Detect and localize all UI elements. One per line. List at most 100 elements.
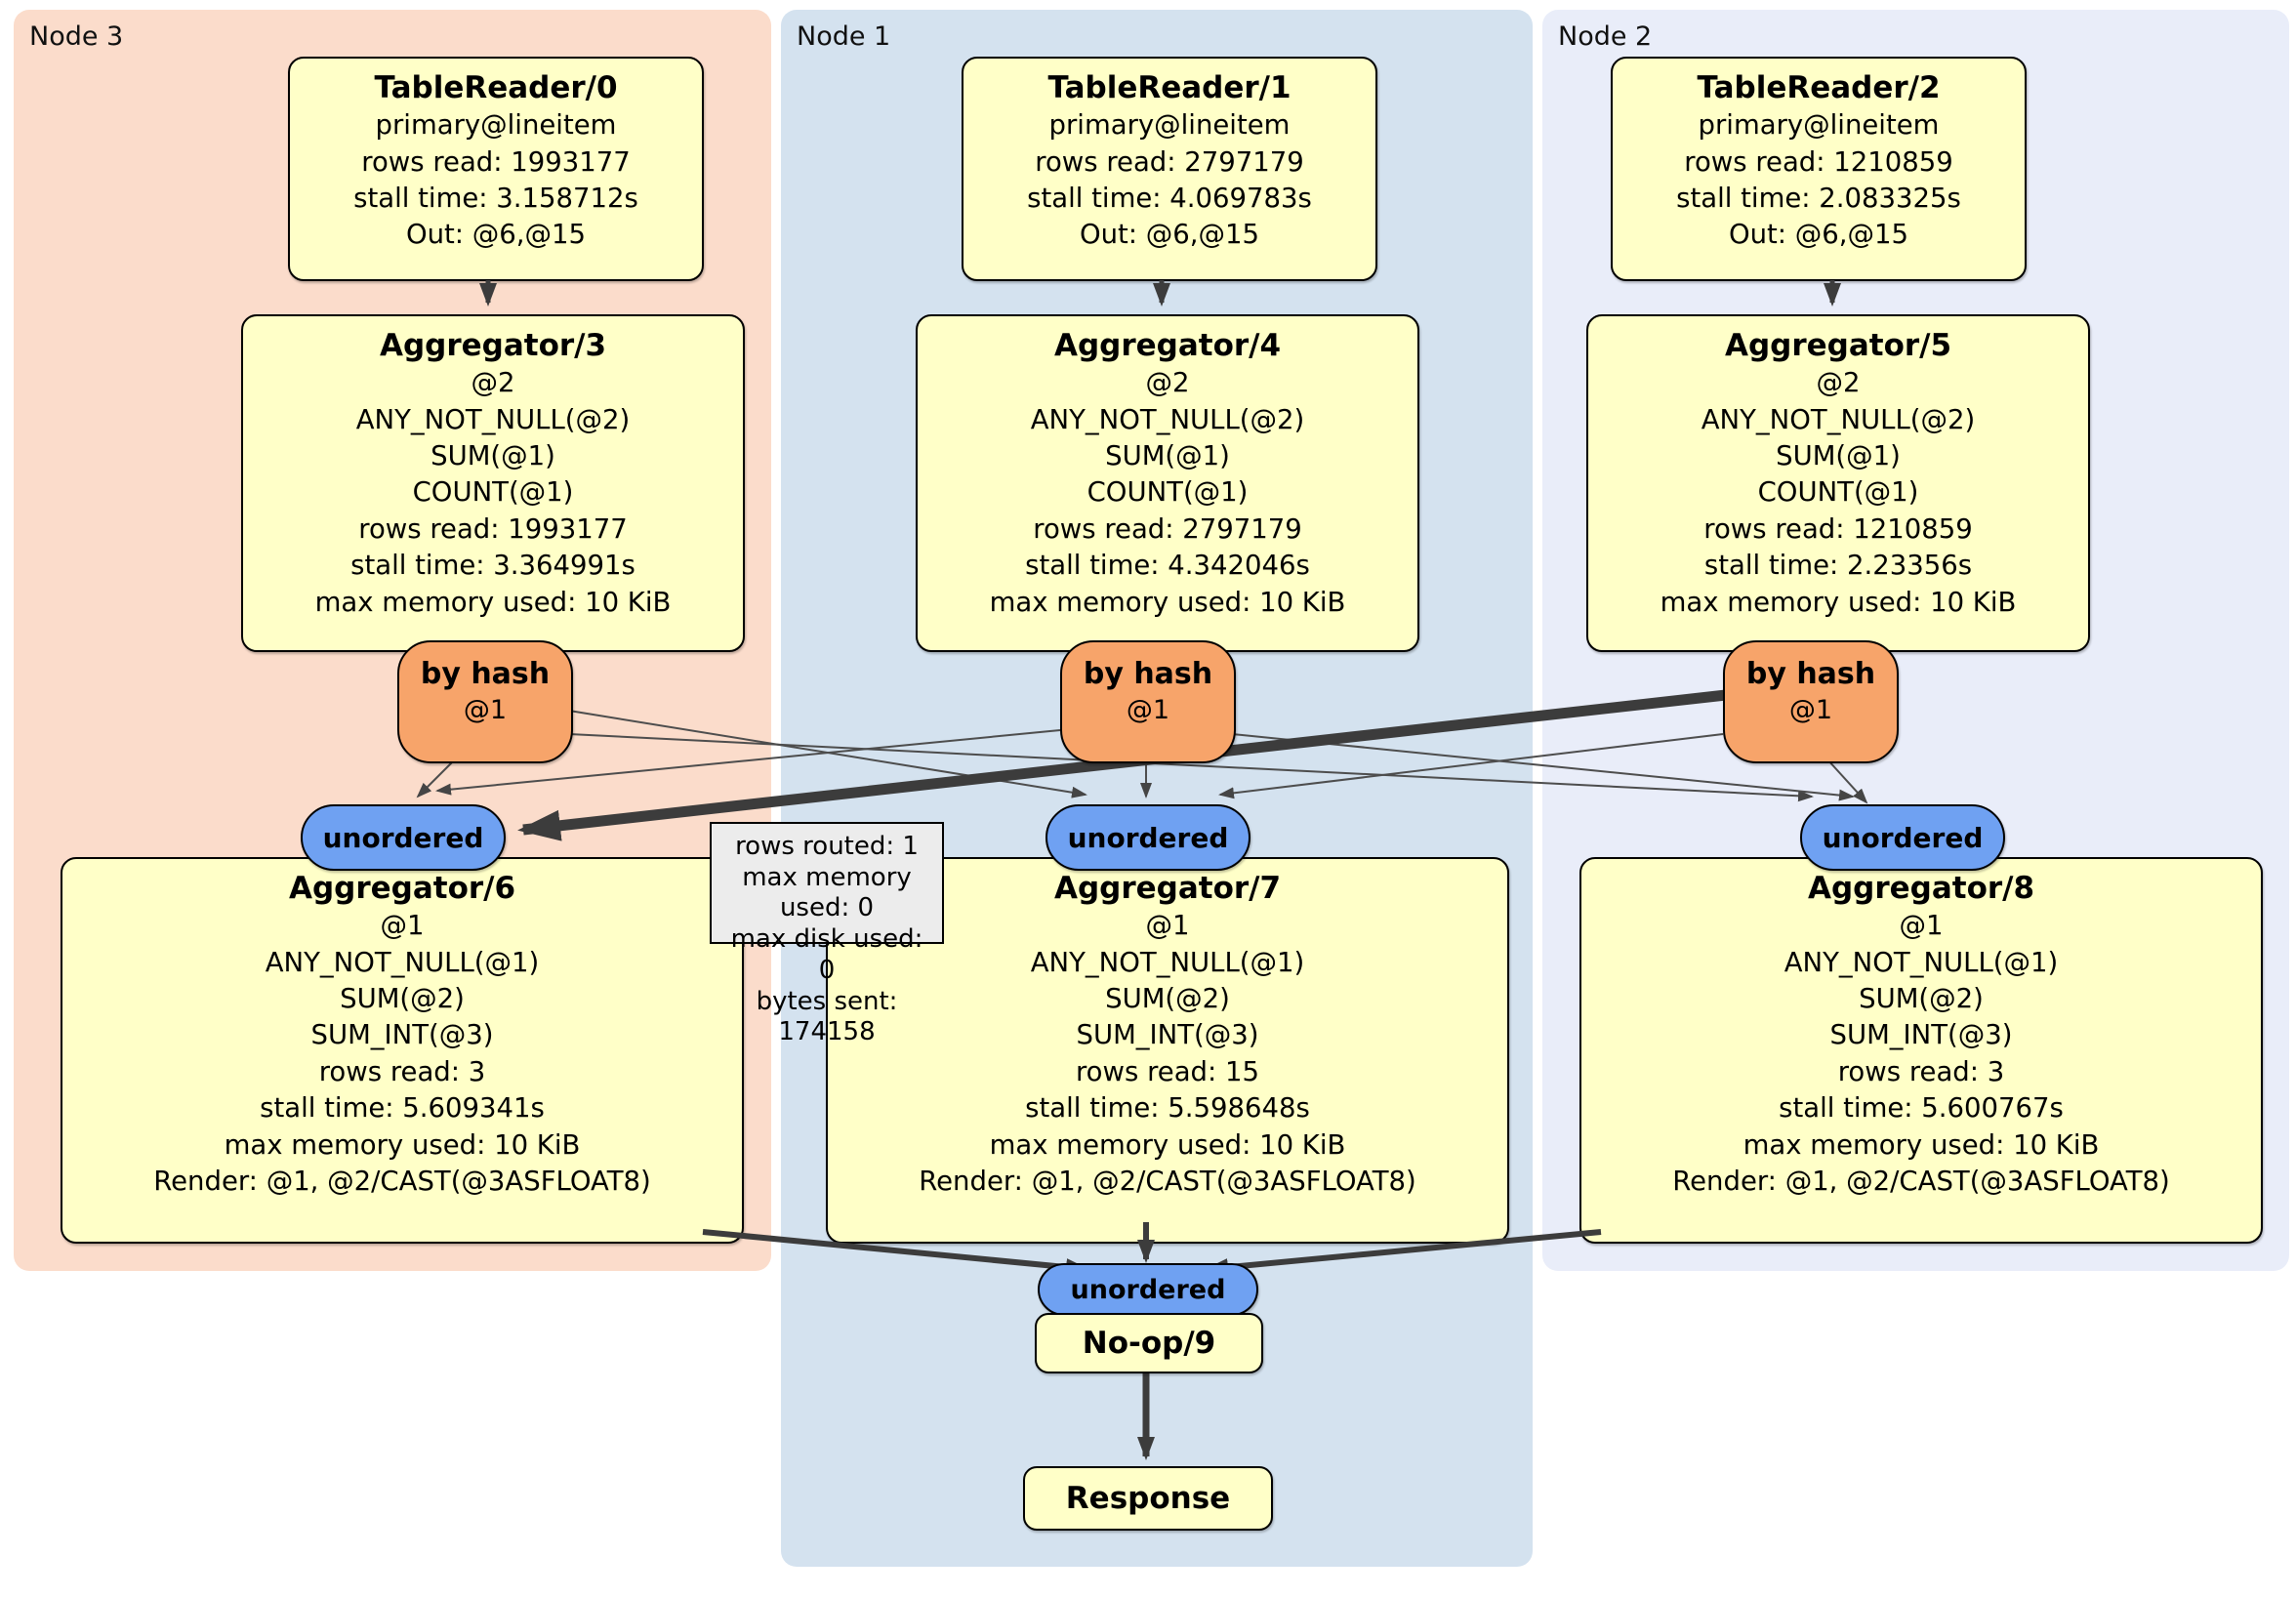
detail-line: Render: @1, @2/CAST(@3ASFLOAT8) xyxy=(153,1166,651,1198)
router-label: by hash xyxy=(1083,657,1213,691)
detail-line: max memory used: 10 KiB xyxy=(314,586,672,618)
stream-label: unordered xyxy=(1067,821,1229,854)
processor-title: Aggregator/8 xyxy=(1807,871,2035,906)
detail-line: Out: @6,@15 xyxy=(1079,219,1260,251)
processor-title: Aggregator/7 xyxy=(1053,871,1282,906)
detail-line: stall time: 4.342046s xyxy=(1025,550,1310,582)
detail-line: max memory used: 0 xyxy=(742,862,912,923)
node1-label: Node 1 xyxy=(797,21,891,52)
detail-line: @1 xyxy=(1899,910,1944,942)
detail-line: COUNT(@1) xyxy=(1757,476,1919,509)
detail-line: ANY_NOT_NULL(@2) xyxy=(355,403,631,435)
detail-line: SUM_INT(@3) xyxy=(310,1019,494,1051)
detail-line: max memory used: 10 KiB xyxy=(989,1128,1346,1161)
processor-title: Aggregator/5 xyxy=(1724,328,1952,363)
detail-line: stall time: 4.069783s xyxy=(1027,183,1312,215)
detail-line: stall time: 3.158712s xyxy=(353,183,638,215)
router-expr: @1 xyxy=(1126,694,1170,725)
detail-line: SUM(@2) xyxy=(1105,983,1230,1015)
detail-line: COUNT(@1) xyxy=(412,476,574,509)
router-expr: @1 xyxy=(463,694,508,725)
node3-label: Node 3 xyxy=(29,21,124,52)
detail-line: max memory used: 10 KiB xyxy=(989,586,1346,618)
router-expr: @1 xyxy=(1788,694,1833,725)
processor-title: TableReader/0 xyxy=(374,70,618,105)
detail-line: @1 xyxy=(380,910,425,942)
detail-line: rows read: 3 xyxy=(1837,1055,2005,1087)
detail-line: rows read: 15 xyxy=(1075,1055,1259,1087)
router-by-hash-node2: by hash @1 xyxy=(1723,640,1899,763)
detail-line: rows read: 3 xyxy=(318,1055,486,1087)
detail-line: max memory used: 10 KiB xyxy=(1660,586,2017,618)
detail-line: ANY_NOT_NULL(@2) xyxy=(1030,403,1305,435)
processor-title: TableReader/1 xyxy=(1047,70,1292,105)
detail-line: SUM(@1) xyxy=(430,440,555,472)
router-by-hash-node1: by hash @1 xyxy=(1060,640,1236,763)
stream-unordered-node3: unordered xyxy=(301,804,506,871)
detail-line: max disk used: 0 xyxy=(730,924,923,985)
detail-line: primary@lineitem xyxy=(1698,109,1940,142)
detail-line: Render: @1, @2/CAST(@3ASFLOAT8) xyxy=(919,1166,1416,1198)
stream-unordered-noop-input: unordered xyxy=(1038,1263,1258,1316)
detail-line: COUNT(@1) xyxy=(1086,476,1249,509)
detail-line: SUM(@1) xyxy=(1105,440,1230,472)
processor-title: Aggregator/4 xyxy=(1053,328,1282,363)
detail-line: SUM_INT(@3) xyxy=(1076,1019,1259,1051)
detail-line: SUM(@2) xyxy=(340,983,465,1015)
detail-line: rows routed: 1 xyxy=(735,832,919,861)
detail-line: Out: @6,@15 xyxy=(405,219,587,251)
stream-unordered-node1: unordered xyxy=(1046,804,1250,871)
detail-line: stall time: 5.609341s xyxy=(260,1092,545,1125)
router-label: by hash xyxy=(1745,657,1876,691)
detail-line: SUM(@1) xyxy=(1776,440,1901,472)
processor-title: Aggregator/6 xyxy=(288,871,516,906)
detail-line: SUM(@2) xyxy=(1859,983,1984,1015)
detail-line: rows read: 2797179 xyxy=(1035,145,1304,178)
detail-line: max memory used: 10 KiB xyxy=(224,1128,581,1161)
detail-line: rows read: 1993177 xyxy=(358,512,628,545)
detail-line: stall time: 5.598648s xyxy=(1025,1092,1310,1125)
stream-label: unordered xyxy=(322,821,484,854)
detail-line: bytes sent: 174158 xyxy=(756,986,898,1047)
detail-line: @2 xyxy=(1816,367,1861,399)
detail-line: rows read: 1993177 xyxy=(361,145,631,178)
router-by-hash-node3: by hash @1 xyxy=(397,640,573,763)
detail-line: max memory used: 10 KiB xyxy=(1742,1128,2100,1161)
detail-line: ANY_NOT_NULL(@1) xyxy=(1030,946,1305,978)
detail-line: @2 xyxy=(471,367,515,399)
stream-label: unordered xyxy=(1070,1274,1226,1305)
detail-line: SUM_INT(@3) xyxy=(1829,1019,2013,1051)
processor-title: Response xyxy=(1065,1481,1231,1516)
detail-line: stall time: 5.600767s xyxy=(1779,1092,2064,1125)
processor-title: Aggregator/3 xyxy=(379,328,607,363)
detail-line: primary@lineitem xyxy=(375,109,617,142)
node2-label: Node 2 xyxy=(1558,21,1653,52)
response-box: Response xyxy=(1023,1466,1273,1531)
detail-line: rows read: 1210859 xyxy=(1703,512,1973,545)
detail-line: primary@lineitem xyxy=(1048,109,1291,142)
processor-title: TableReader/2 xyxy=(1697,70,1941,105)
detail-line: rows read: 1210859 xyxy=(1684,145,1953,178)
detail-line: Out: @6,@15 xyxy=(1728,219,1909,251)
processor-title: No-op/9 xyxy=(1082,1326,1216,1361)
